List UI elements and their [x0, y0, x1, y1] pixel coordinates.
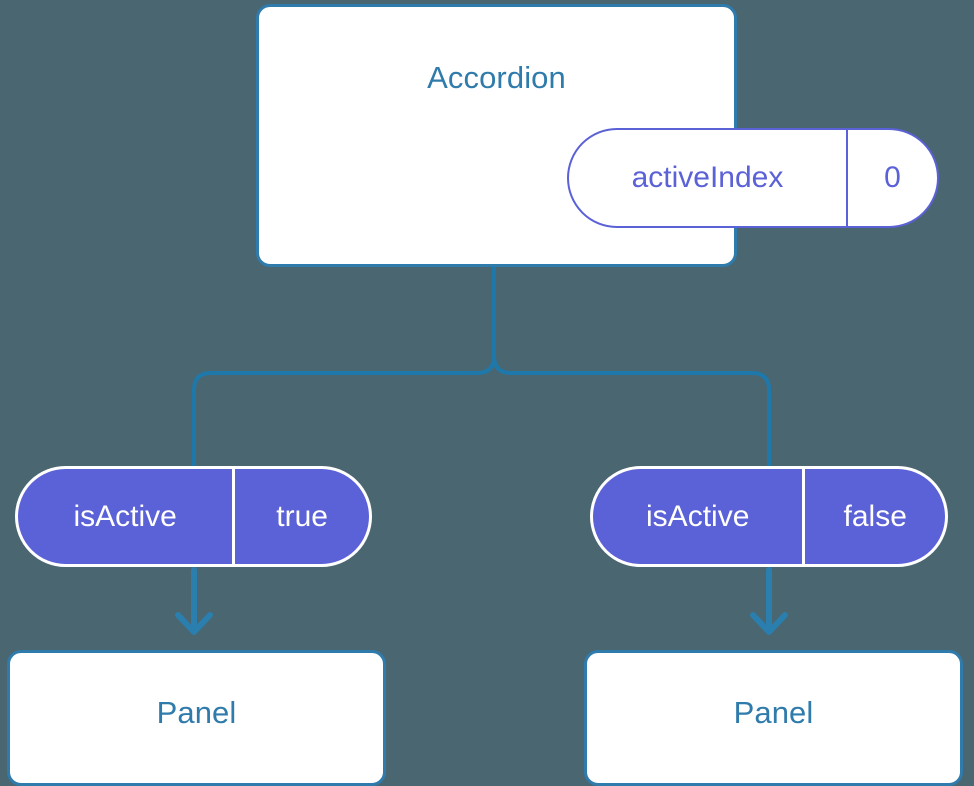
prop-pill-is-active-right[interactable]: isActive false: [590, 466, 948, 567]
arrow-right-head: [750, 612, 788, 635]
diagram-canvas: Accordion activeIndex 0 isActive true is…: [7, 4, 963, 786]
panel-component-title-right: Panel: [733, 695, 814, 730]
prop-key-is-active-right: isActive: [646, 499, 750, 533]
prop-key-active-index: activeIndex: [631, 161, 784, 194]
accordion-component-card[interactable]: Accordion activeIndex 0: [256, 4, 939, 267]
prop-value-is-active-right: false: [802, 469, 945, 564]
prop-value-active-index: 0: [845, 130, 937, 226]
panel-component-card-right[interactable]: Panel: [584, 650, 963, 786]
panel-component-card-left[interactable]: Panel: [7, 650, 386, 786]
connector-right-branch: [492, 265, 771, 468]
accordion-component-title: Accordion: [427, 60, 566, 95]
prop-pill-active-index[interactable]: activeIndex 0: [567, 128, 939, 228]
connector-left-branch: [192, 265, 496, 468]
prop-value-is-active-left: true: [232, 469, 369, 564]
arrow-left-head: [175, 612, 213, 635]
prop-pill-is-active-left[interactable]: isActive true: [15, 466, 372, 567]
prop-key-is-active-left: isActive: [73, 499, 177, 533]
panel-component-title-left: Panel: [156, 695, 237, 730]
